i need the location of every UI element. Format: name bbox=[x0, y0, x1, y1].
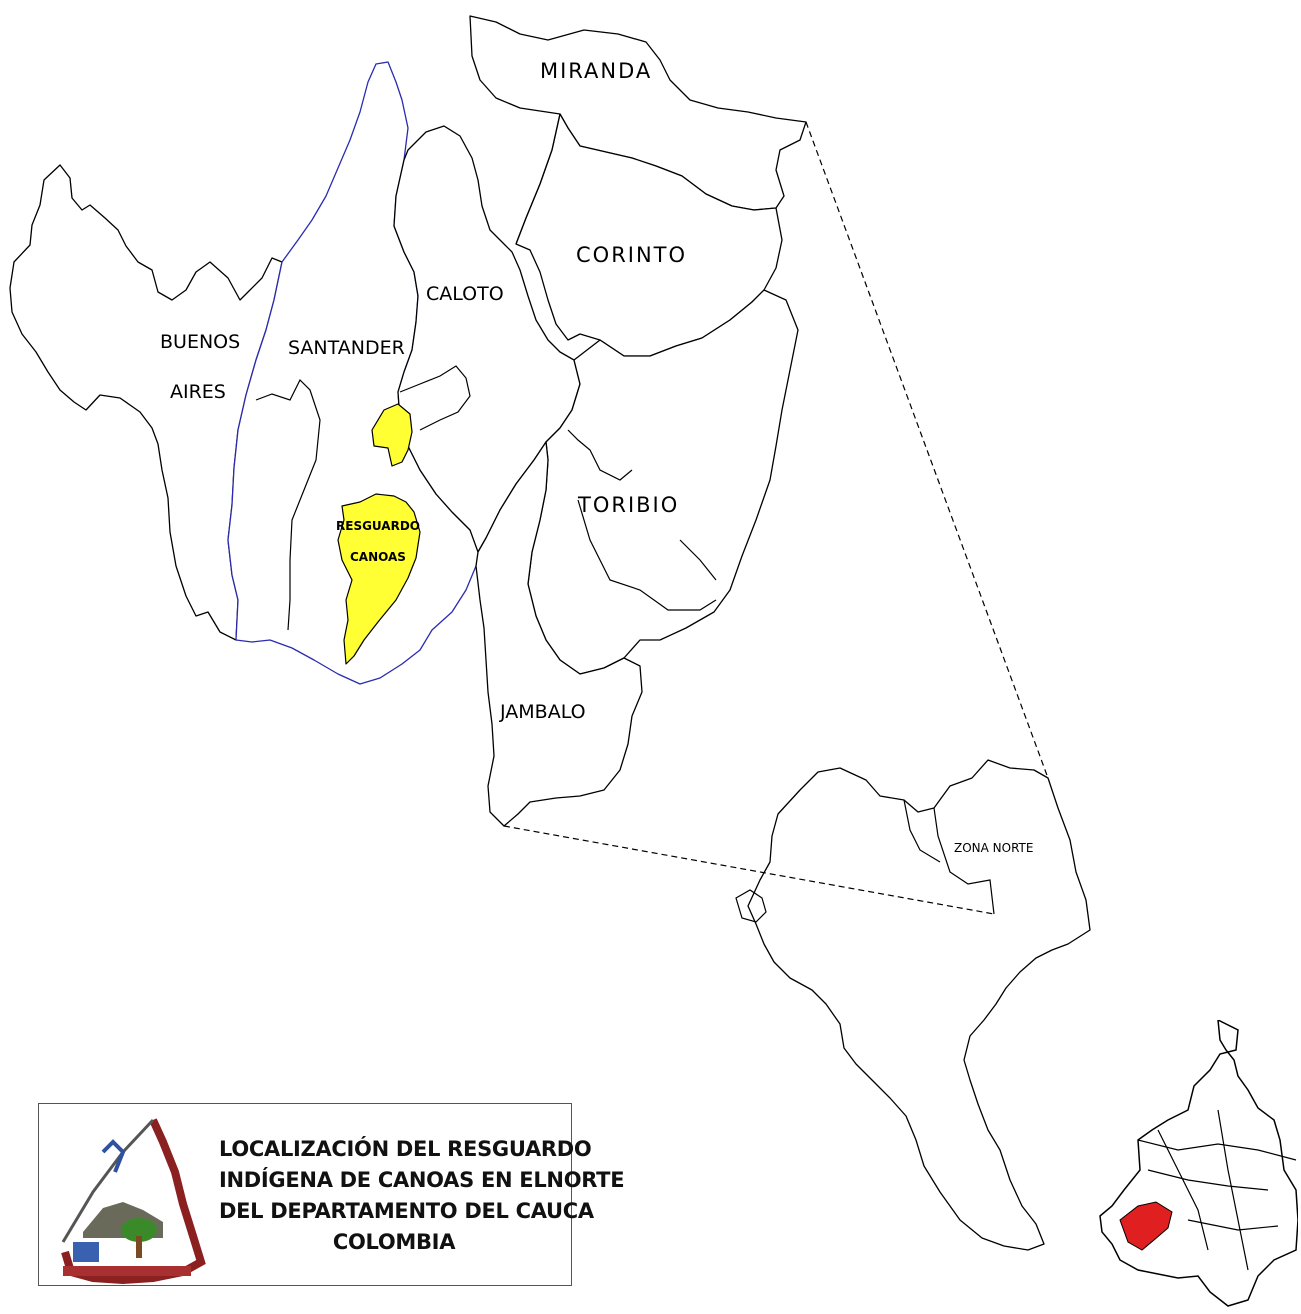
santander-internal-line bbox=[255, 378, 321, 631]
cauca-zona-norte-region[interactable] bbox=[747, 759, 1091, 1251]
toribio-internal-line-3 bbox=[679, 539, 717, 581]
label-buenos-aires-line1: BUENOS bbox=[160, 331, 240, 353]
label-zona-norte: ZONA NORTE bbox=[954, 841, 1033, 855]
toribio-internal-line-2 bbox=[577, 499, 717, 611]
label-miranda: MIRANDA bbox=[540, 59, 652, 83]
colombia-internal-lines bbox=[1137, 1109, 1297, 1271]
label-toribio: TORIBIO bbox=[577, 493, 679, 517]
legend-title-line: LOCALIZACIÓN DEL RESGUARDO bbox=[219, 1137, 592, 1161]
label-santander: SANTANDER bbox=[288, 337, 405, 359]
resguardo-canoas-area[interactable] bbox=[337, 493, 421, 665]
zona-norte-internal-line-2 bbox=[903, 799, 941, 863]
legend-title-line: INDÍGENA DE CANOAS EN ELNORTE bbox=[219, 1168, 625, 1192]
legend-box: LOCALIZACIÓN DEL RESGUARDO INDÍGENA DE C… bbox=[38, 1103, 625, 1286]
cauca-highlight[interactable] bbox=[1119, 1201, 1173, 1251]
zoom-leader-top bbox=[805, 121, 1049, 779]
label-corinto: CORINTO bbox=[576, 243, 687, 267]
label-jambalo: JAMBALO bbox=[499, 701, 586, 723]
toribio-internal-line-1 bbox=[567, 429, 633, 481]
legend-title-line: COLOMBIA bbox=[332, 1230, 456, 1254]
caloto-internal-line bbox=[399, 365, 471, 431]
municipality-jambalo[interactable] bbox=[475, 441, 643, 827]
resguardo-emblem-icon bbox=[61, 1118, 206, 1284]
label-caloto: CALOTO bbox=[426, 283, 504, 305]
label-buenos-aires-line2: AIRES bbox=[170, 381, 226, 403]
colombia-outline bbox=[1099, 1020, 1298, 1307]
label-resguardo-line1: RESGUARDO bbox=[336, 519, 420, 533]
legend-title-line: DEL DEPARTAMENTO DEL CAUCA bbox=[219, 1199, 594, 1223]
label-resguardo-line2: CANOAS bbox=[350, 550, 406, 564]
zona-norte-internal-line bbox=[933, 807, 995, 915]
corinto-miranda-divide bbox=[515, 113, 561, 245]
colombia-inset-map bbox=[1099, 1020, 1298, 1307]
zoom-leader-bottom bbox=[503, 825, 995, 915]
legend-title: LOCALIZACIÓN DEL RESGUARDO INDÍGENA DE C… bbox=[219, 1134, 625, 1258]
resguardo-canoas-north-area[interactable] bbox=[371, 403, 413, 467]
lake-feature bbox=[735, 889, 767, 923]
